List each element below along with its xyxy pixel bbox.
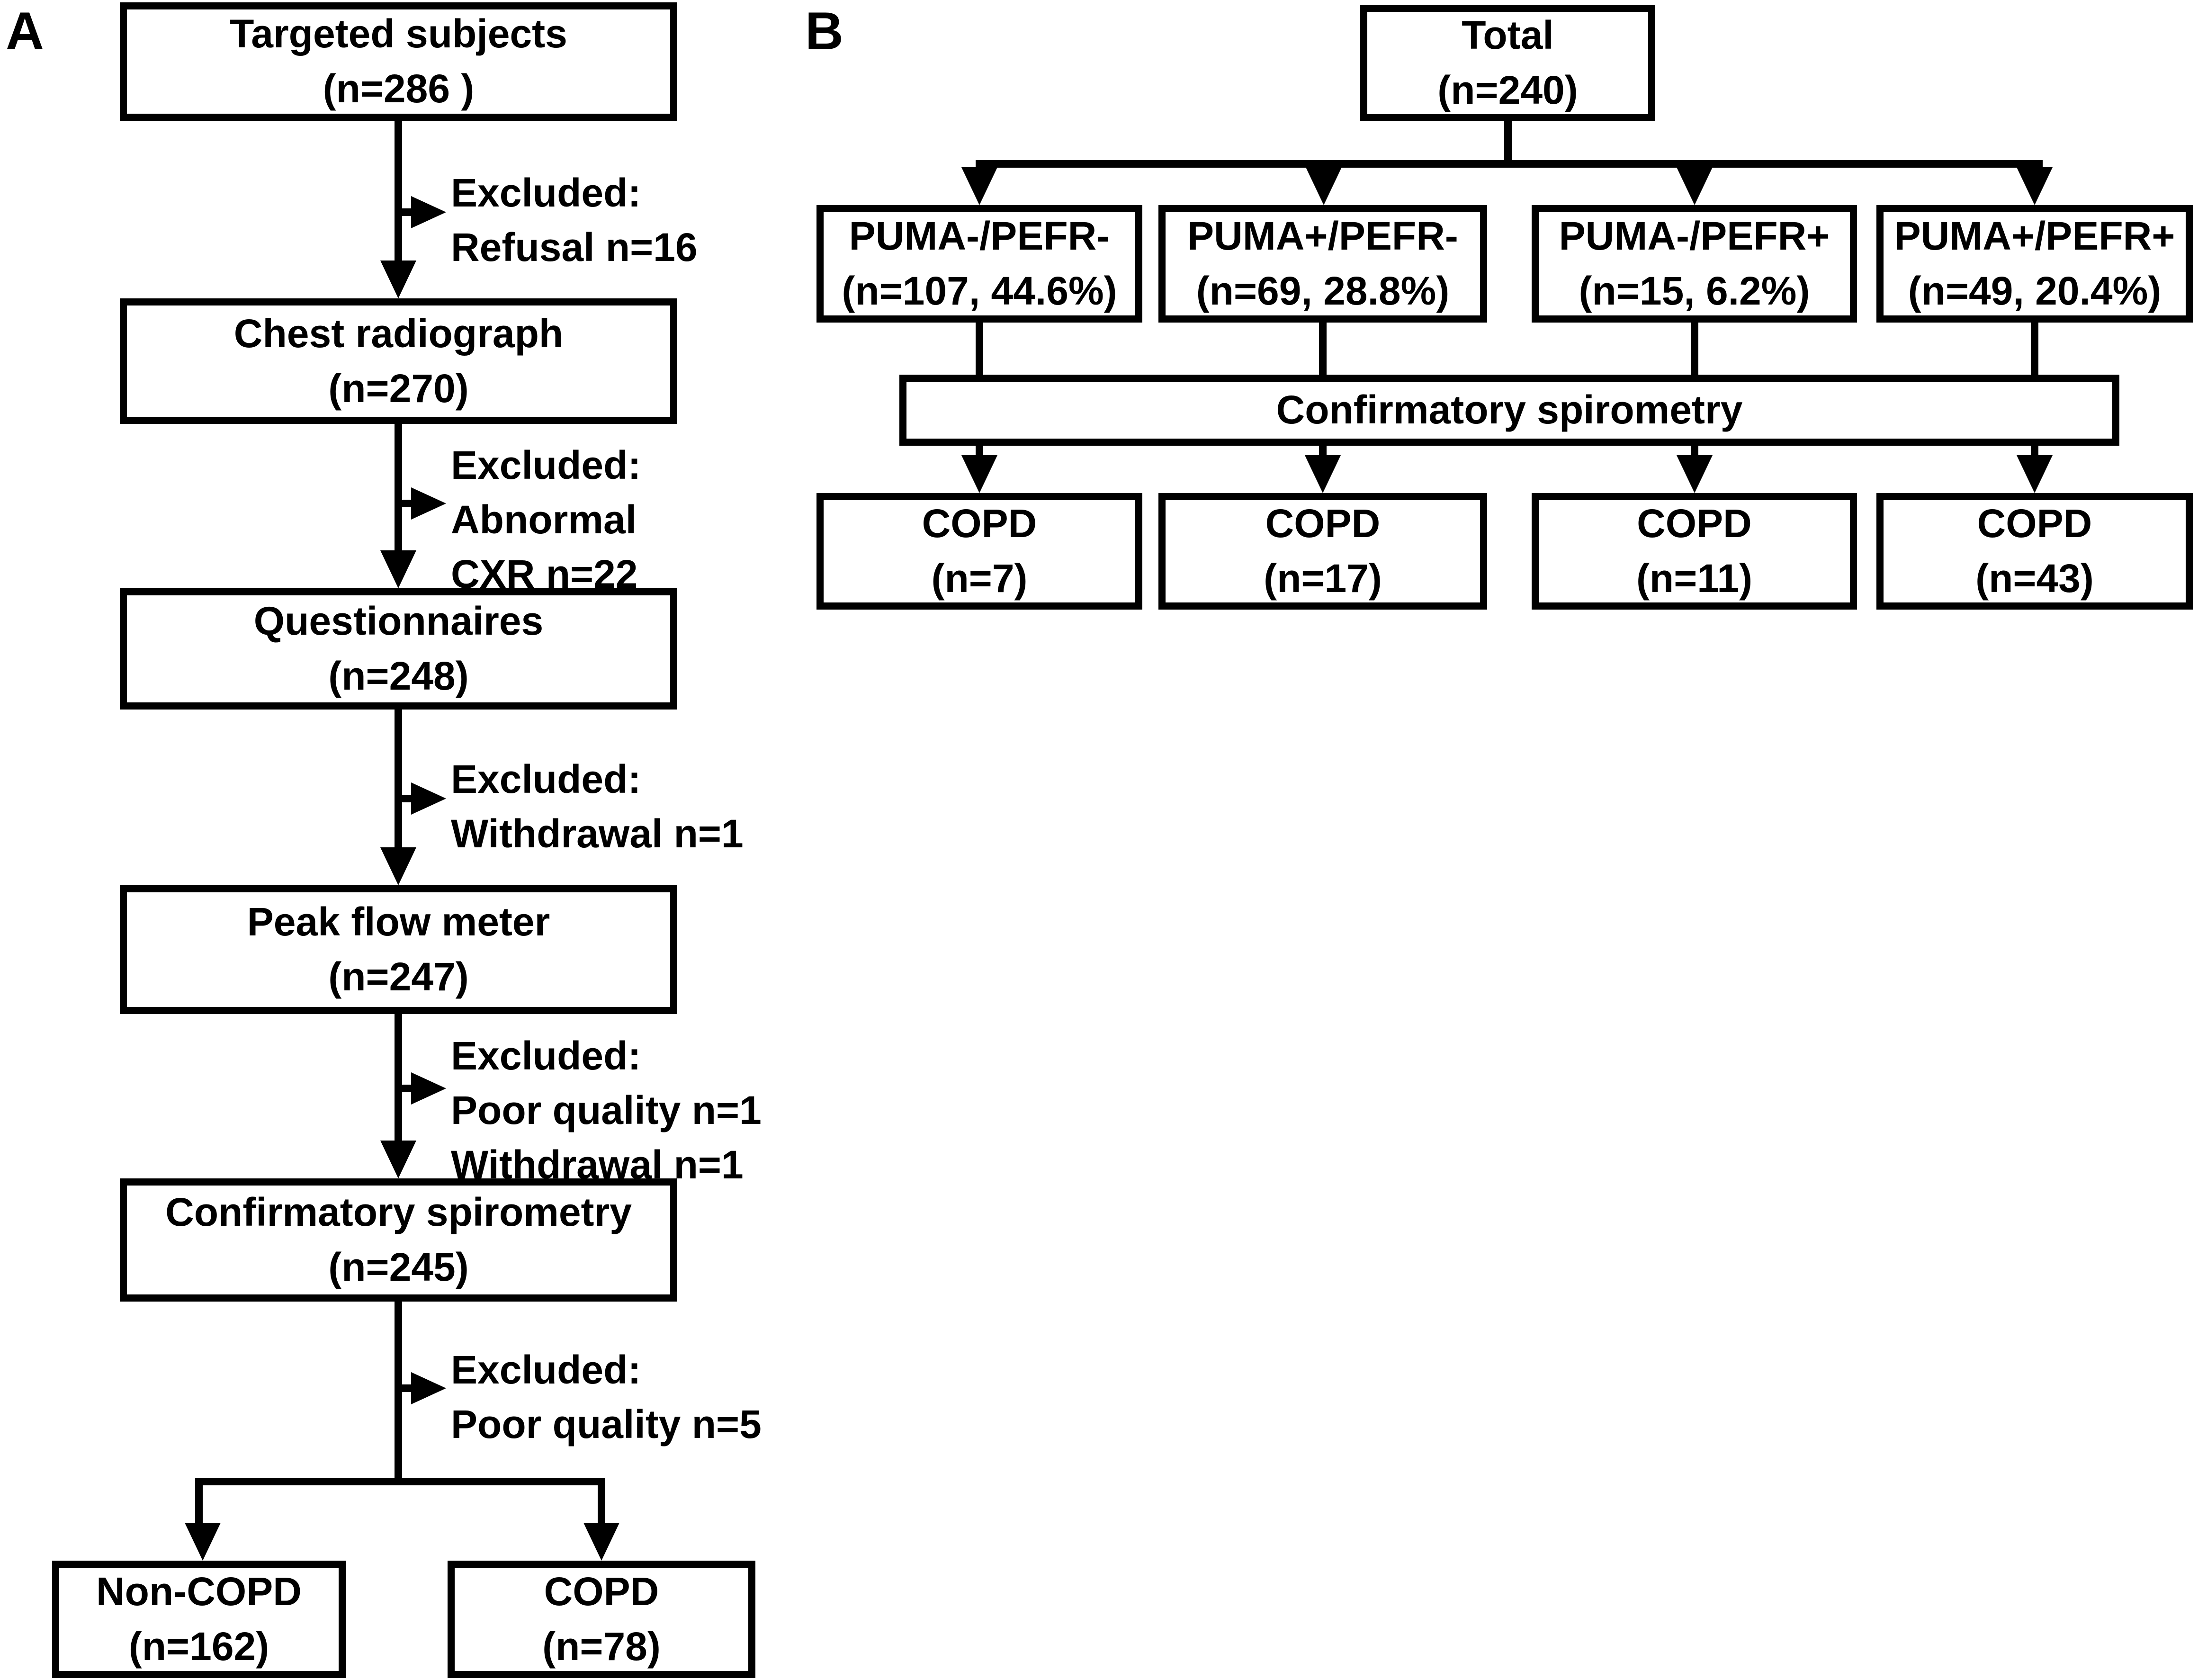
flow-box-title: Peak flow meter — [247, 899, 550, 944]
flow-box-title: Chest radiograph — [233, 311, 564, 356]
down-arrowhead-icon — [1677, 455, 1713, 493]
flow-box-title: Questionnaires — [253, 599, 544, 644]
flow-box-title: PUMA+/PEFR- — [1187, 214, 1458, 259]
flow-box-count: (n=78) — [542, 1624, 661, 1669]
flow-box-confirmatory-spirometry-b: Confirmatory spirometry — [899, 375, 2119, 446]
down-arrowhead-icon — [961, 167, 997, 205]
flow-box-confirmatory-spirometry: Confirmatory spirometry (n=245) — [120, 1178, 677, 1302]
flow-box-count: (n=248) — [328, 654, 469, 698]
panel-a-label: A — [6, 1, 44, 61]
flow-box-count: (n=17) — [1264, 556, 1382, 601]
flow-box-title: COPD — [1977, 501, 2092, 546]
down-arrowhead-icon — [961, 455, 997, 493]
down-arrowhead-icon — [1305, 455, 1341, 493]
down-arrowhead-icon — [1677, 167, 1713, 205]
flow-box-puma-neg-pefr-pos: PUMA-/PEFR+ (n=15, 6.2%) — [1532, 205, 1857, 323]
flow-box-count: (n=15, 6.2%) — [1579, 269, 1810, 313]
connector-line — [1319, 323, 1327, 375]
flow-box-title: COPD — [544, 1569, 659, 1614]
flow-box-title: PUMA-/PEFR- — [849, 214, 1110, 259]
flow-box-copd-43: COPD (n=43) — [1876, 493, 2193, 610]
flow-box-questionnaires: Questionnaires (n=248) — [120, 588, 677, 710]
flow-box-peak-flow-meter: Peak flow meter (n=247) — [120, 885, 677, 1014]
connector-line — [398, 500, 413, 507]
flow-box-puma-pos-pefr-neg: PUMA+/PEFR- (n=69, 28.8%) — [1158, 205, 1487, 323]
flow-box-targeted-subjects: Targeted subjects (n=286 ) — [120, 2, 677, 121]
flow-box-copd-17: COPD (n=17) — [1158, 493, 1487, 610]
flow-box-puma-neg-pefr-neg: PUMA-/PEFR- (n=107, 44.6%) — [816, 205, 1142, 323]
connector-line — [395, 1302, 402, 1485]
connector-line — [195, 1478, 203, 1525]
flow-box-title: COPD — [1637, 501, 1752, 546]
flow-box-count: (n=245) — [328, 1245, 469, 1289]
flow-box-count: (n=107, 44.6%) — [842, 269, 1117, 313]
flow-box-title: Non-COPD — [96, 1569, 302, 1614]
connector-line — [395, 121, 402, 263]
right-arrowhead-icon — [411, 1372, 446, 1404]
down-arrowhead-icon — [2017, 455, 2053, 493]
connector-line — [1691, 323, 1698, 375]
flow-box-count: (n=69, 28.8%) — [1196, 269, 1450, 313]
excluded-note-poor-quality: Excluded: Poor quality n=5 — [451, 1348, 762, 1447]
connector-line — [2031, 323, 2038, 375]
flow-box-count: (n=7) — [931, 556, 1028, 601]
right-arrowhead-icon — [411, 487, 446, 520]
flow-box-title: Targeted subjects — [230, 11, 567, 56]
flow-box-count: (n=270) — [328, 366, 469, 411]
right-arrowhead-icon — [411, 782, 446, 815]
flow-box-count: (n=240) — [1437, 68, 1578, 112]
flow-box-title: PUMA-/PEFR+ — [1559, 214, 1830, 259]
down-arrowhead-icon — [583, 1523, 619, 1561]
down-arrowhead-icon — [185, 1523, 221, 1561]
flow-box-puma-pos-pefr-pos: PUMA+/PEFR+ (n=49, 20.4%) — [1876, 205, 2193, 323]
connector-line — [976, 323, 983, 375]
flow-box-count: (n=49, 20.4%) — [1908, 269, 2162, 313]
flow-box-count: (n=43) — [1975, 556, 2094, 601]
panel-b-label: B — [805, 1, 843, 61]
flow-box-title: PUMA+/PEFR+ — [1894, 214, 2175, 259]
connector-line — [598, 1478, 605, 1525]
connector-line — [398, 795, 413, 802]
excluded-note-abnormal-cxr: Excluded: Abnormal CXR n=22 — [451, 443, 641, 597]
down-arrowhead-icon — [380, 550, 416, 588]
excluded-note-refusal: Excluded: Refusal n=16 — [451, 171, 698, 270]
excluded-note-poor-quality-withdrawal: Excluded: Poor quality n=1 Withdrawal n=… — [451, 1033, 762, 1187]
down-arrowhead-icon — [2017, 167, 2053, 205]
flow-box-count: (n=286 ) — [323, 66, 475, 111]
down-arrowhead-icon — [380, 1141, 416, 1178]
down-arrowhead-icon — [380, 847, 416, 885]
excluded-note-withdrawal: Excluded: Withdrawal n=1 — [451, 757, 744, 856]
flow-box-title: Total — [1462, 13, 1554, 58]
flow-box-total: Total (n=240) — [1360, 5, 1655, 121]
flow-box-copd-7: COPD (n=7) — [816, 493, 1142, 610]
down-arrowhead-icon — [1306, 167, 1342, 205]
connector-line — [395, 424, 402, 553]
flow-box-chest-radiograph: Chest radiograph (n=270) — [120, 298, 677, 424]
connector-line — [976, 160, 2043, 168]
connector-line — [195, 1478, 605, 1485]
flow-box-count: (n=11) — [1636, 556, 1753, 601]
flow-box-title: Confirmatory spirometry — [1276, 387, 1743, 432]
flow-box-copd-11: COPD (n=11) — [1532, 493, 1857, 610]
right-arrowhead-icon — [411, 1072, 446, 1105]
flow-box-title: Confirmatory spirometry — [165, 1190, 632, 1235]
flow-box-title: COPD — [922, 501, 1037, 546]
connector-line — [398, 1085, 413, 1092]
connector-line — [395, 1014, 402, 1143]
connector-line — [398, 208, 413, 216]
connector-line — [1504, 121, 1512, 167]
flow-box-non-copd: Non-COPD (n=162) — [52, 1561, 346, 1678]
flow-box-count: (n=162) — [128, 1624, 269, 1669]
down-arrowhead-icon — [380, 261, 416, 298]
right-arrowhead-icon — [411, 196, 446, 228]
flow-box-title: COPD — [1265, 501, 1381, 546]
connector-line — [395, 710, 402, 850]
flow-box-copd-78: COPD (n=78) — [448, 1561, 755, 1678]
flow-box-count: (n=247) — [328, 954, 469, 999]
